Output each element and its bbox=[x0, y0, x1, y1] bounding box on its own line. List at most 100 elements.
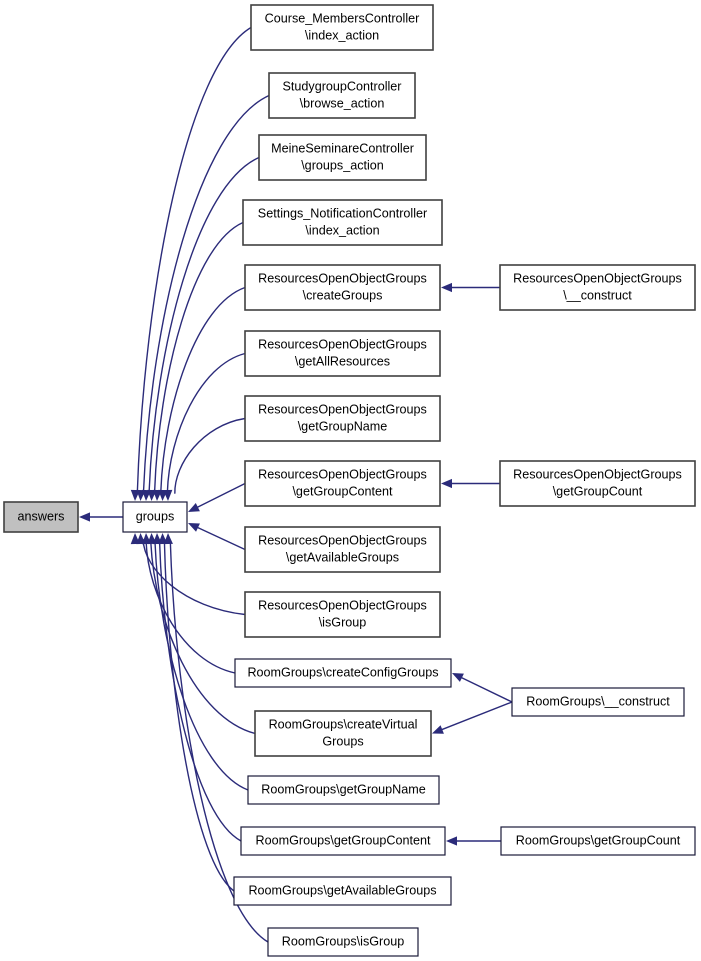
graph-edge bbox=[446, 836, 501, 846]
graph-edge bbox=[188, 482, 246, 512]
node-label: ResourcesOpenObjectGroups bbox=[258, 598, 427, 612]
node-box bbox=[244, 330, 441, 377]
node-label: RoomGroups\getAvailableGroups bbox=[248, 883, 436, 897]
arrow-head bbox=[188, 502, 200, 512]
graph-node-rg_getgroupcontent[interactable]: RoomGroups\getGroupContent bbox=[240, 826, 446, 856]
node-box bbox=[244, 526, 441, 573]
graph-edge bbox=[163, 417, 246, 501]
node-label: \index_action bbox=[305, 223, 379, 237]
graph-edge bbox=[452, 673, 513, 703]
arrow-head bbox=[441, 478, 452, 489]
edge-line bbox=[148, 156, 260, 492]
graph-node-roog_getgroupcount[interactable]: ResourcesOpenObjectGroups \getGroupCount bbox=[499, 460, 696, 507]
node-box bbox=[244, 591, 441, 638]
edge-line bbox=[136, 26, 252, 492]
graph-node-rg_getgroupcount[interactable]: RoomGroups\getGroupCount bbox=[500, 826, 696, 856]
graph-node-rg_createconfiggroups[interactable]: RoomGroups\createConfigGroups bbox=[234, 658, 452, 688]
graph-edge bbox=[158, 533, 235, 892]
edge-line bbox=[196, 526, 246, 551]
node-label: \createGroups bbox=[303, 288, 383, 302]
node-box bbox=[500, 826, 696, 856]
graph-edge bbox=[188, 523, 246, 551]
node-label: RoomGroups\getGroupCount bbox=[516, 833, 681, 847]
edge-line bbox=[160, 286, 246, 492]
node-label: ResourcesOpenObjectGroups bbox=[513, 467, 682, 481]
graph-edge bbox=[130, 26, 252, 501]
graph-node-roog_isgroup[interactable]: ResourcesOpenObjectGroups \isGroup bbox=[244, 591, 441, 638]
node-label: Course_MembersController bbox=[265, 11, 420, 25]
node-label: ResourcesOpenObjectGroups bbox=[258, 533, 427, 547]
edge-line bbox=[196, 482, 246, 509]
node-label: \index_action bbox=[305, 28, 379, 42]
graph-edge bbox=[130, 533, 246, 616]
edge-line bbox=[441, 701, 513, 731]
node-box bbox=[244, 264, 441, 311]
arrow-head bbox=[452, 673, 464, 682]
edge-line bbox=[153, 221, 244, 492]
graph-node-groups[interactable]: groups bbox=[122, 501, 188, 533]
node-label: ResourcesOpenObjectGroups bbox=[258, 467, 427, 481]
graph-edge bbox=[79, 512, 123, 522]
graph-node-rg_isgroup[interactable]: RoomGroups\isGroup bbox=[267, 927, 419, 957]
edge-line bbox=[150, 541, 256, 735]
arrow-head bbox=[446, 836, 457, 846]
node-box bbox=[267, 927, 419, 957]
node-box bbox=[242, 199, 443, 246]
arrow-head bbox=[163, 489, 173, 501]
node-label: \__construct bbox=[563, 288, 632, 302]
node-label: \getGroupContent bbox=[292, 484, 393, 498]
graph-node-course_members_index[interactable]: Course_MembersController \index_action bbox=[250, 4, 434, 51]
node-box bbox=[234, 658, 452, 688]
graph-node-roog_creategroups[interactable]: ResourcesOpenObjectGroups \createGroups bbox=[244, 264, 441, 311]
node-label: \getGroupCount bbox=[553, 484, 643, 498]
node-label: ResourcesOpenObjectGroups bbox=[513, 271, 682, 285]
graph-node-roog_getgroupname[interactable]: ResourcesOpenObjectGroups\getGroupName bbox=[244, 395, 441, 442]
graph-node-roog_construct[interactable]: ResourcesOpenObjectGroups \__construct bbox=[499, 264, 696, 311]
node-label: \isGroup bbox=[319, 615, 367, 629]
node-label: answers bbox=[18, 509, 65, 523]
node-label: \browse_action bbox=[300, 96, 385, 110]
node-box bbox=[247, 775, 440, 805]
arrow-head bbox=[432, 725, 444, 734]
graph-edge bbox=[147, 221, 244, 501]
node-label: ResourcesOpenObjectGroups bbox=[258, 271, 427, 285]
graph-edge bbox=[163, 533, 269, 943]
graph-edge bbox=[158, 352, 246, 501]
node-label: StudygroupController bbox=[282, 79, 401, 93]
graph-node-studygroup_browse[interactable]: StudygroupController \browse_action bbox=[268, 72, 416, 119]
node-label: \getAvailableGroups bbox=[286, 550, 399, 564]
edge-line bbox=[166, 352, 246, 493]
arrow-head bbox=[441, 282, 452, 293]
node-label: ResourcesOpenObjectGroups bbox=[258, 337, 427, 351]
graph-node-rg_getgroupname[interactable]: RoomGroups\getGroupName bbox=[247, 775, 440, 805]
graph-node-answers[interactable]: answers bbox=[3, 501, 79, 533]
node-label: RoomGroups\createVirtual bbox=[269, 717, 418, 731]
graph-edge bbox=[432, 701, 513, 734]
graph-node-rg_construct[interactable]: RoomGroups\__construct bbox=[511, 687, 685, 717]
graph-edge bbox=[141, 156, 260, 501]
graph-node-rg_getavailablegroups[interactable]: RoomGroups\getAvailableGroups bbox=[233, 876, 452, 906]
node-box bbox=[233, 876, 452, 906]
graph-node-roog_getavailablegroups[interactable]: ResourcesOpenObjectGroups \getAvailableGr… bbox=[244, 526, 441, 573]
arrow-head bbox=[79, 512, 90, 522]
node-box bbox=[250, 4, 434, 51]
node-label: groups bbox=[136, 509, 175, 523]
graph-node-roog_getgroupcontent[interactable]: ResourcesOpenObjectGroups \getGroupConten… bbox=[244, 460, 441, 507]
node-box bbox=[244, 395, 441, 442]
node-label: RoomGroups\getGroupName bbox=[261, 782, 426, 796]
edge-line bbox=[158, 542, 242, 842]
arrow-head bbox=[163, 533, 173, 545]
graph-node-meineseminare_groups[interactable]: MeineSeminareController\groups_action bbox=[258, 134, 427, 181]
graph-node-settings_notification_index[interactable]: Settings_NotificationController\index_ac… bbox=[242, 199, 443, 246]
graph-node-roog_getallresources[interactable]: ResourcesOpenObjectGroups \getAllResource… bbox=[244, 330, 441, 377]
node-label: \groups_action bbox=[301, 158, 384, 172]
node-label: RoomGroups\isGroup bbox=[282, 934, 405, 948]
node-box bbox=[499, 460, 696, 507]
node-box bbox=[268, 72, 416, 119]
node-box bbox=[511, 687, 685, 717]
node-label: \getAllResources bbox=[295, 354, 390, 368]
node-box bbox=[3, 501, 79, 533]
